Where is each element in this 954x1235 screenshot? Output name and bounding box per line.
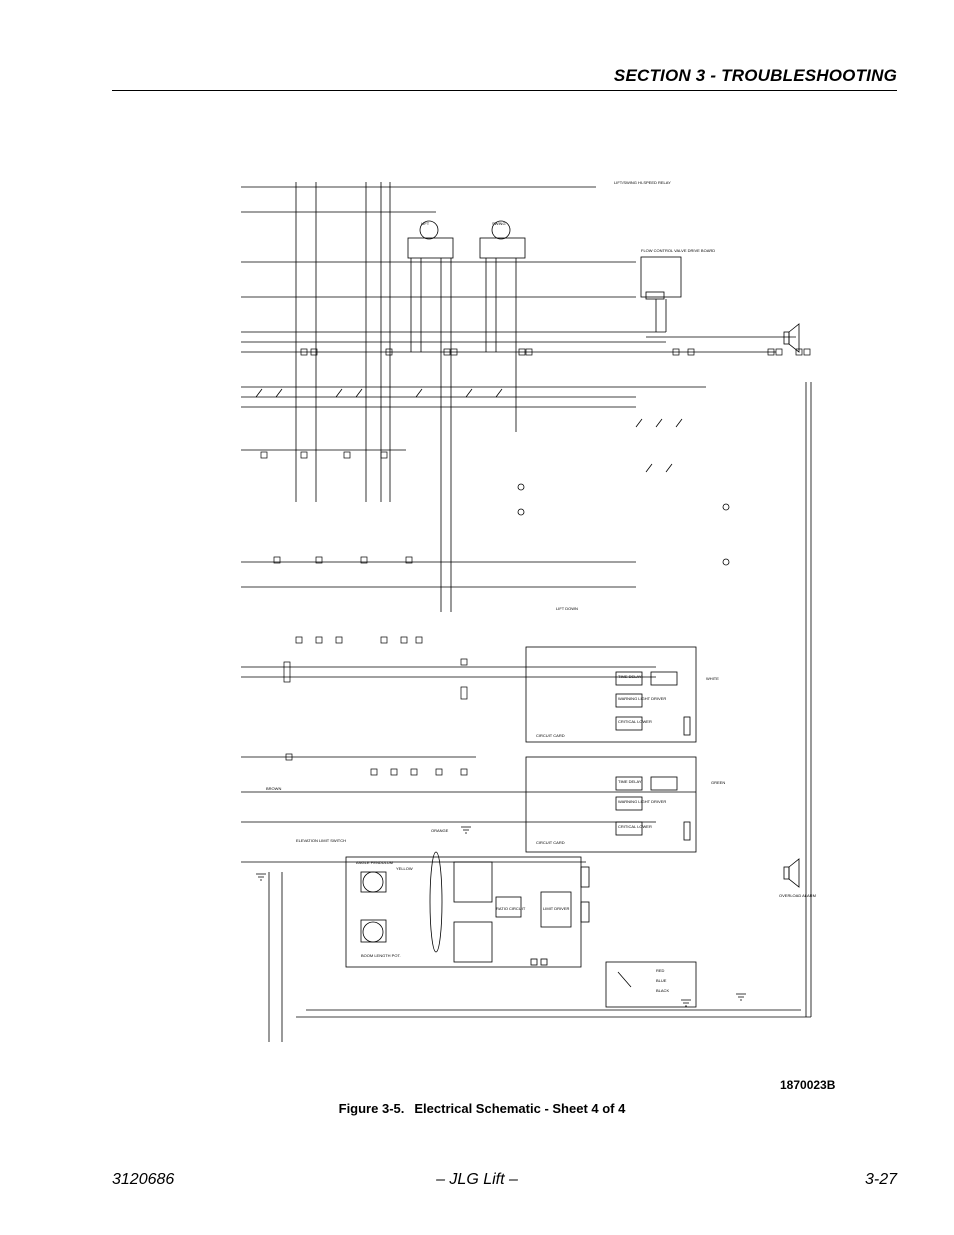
caption-number: Figure 3-5. [338, 1101, 405, 1116]
flow-control-board [640, 256, 682, 332]
label-wire-white: WHITE [706, 676, 719, 681]
label-wire-orange: ORANGE [431, 828, 449, 833]
label-wire-yellow: YELLOW [396, 866, 413, 871]
lift-coil-block [407, 220, 526, 612]
page-number: 3-27 [864, 1171, 897, 1188]
caption-title: Electrical Schematic - Sheet 4 of 4 [414, 1101, 626, 1116]
footer-brand: – JLG Lift – [436, 1171, 518, 1188]
label-wire-green: GREEN [711, 780, 725, 785]
section-title: SECTION 3 - TROUBLESHOOTING [613, 66, 897, 85]
label-lift: LIFT [421, 221, 430, 226]
label-wire-blue: BLUE [656, 978, 667, 983]
label-lift-down: LIFT DOWN [556, 606, 578, 611]
angle-boom-section [345, 851, 697, 1008]
label-warning-driver-upper: WARNING LIGHT DRIVER [618, 696, 666, 701]
label-warning-driver-lower: WARNING LIGHT DRIVER [618, 799, 666, 804]
drawing-number: 1870023B [780, 1078, 836, 1092]
ground-symbols [256, 826, 746, 1007]
figure-caption: Figure 3-5. Electrical Schematic - Sheet … [0, 1101, 954, 1116]
label-time-delay-lower: TIME DELAY [618, 779, 642, 784]
label-circuit-card-lower: CIRCUIT CARD [536, 840, 565, 845]
label-overload-alarm: OVERLOAD ALARM [779, 893, 816, 898]
relay-bank [255, 388, 730, 566]
label-wire-brown: BROWN [266, 786, 281, 791]
circuit-card-upper [525, 646, 697, 743]
page-header: SECTION 3 - TROUBLESHOOTING [112, 62, 897, 91]
label-flow-control: FLOW CONTROL VALVE DRIVE BOARD [641, 248, 715, 253]
label-critical-lower-lower: CRITICAL LOWER [618, 824, 652, 829]
label-circuit-card-upper: CIRCUIT CARD [536, 733, 565, 738]
label-limit-driver: LIMIT DRIVER [543, 906, 569, 911]
connector-column [260, 451, 468, 776]
label-ratio-circuit: RATIO CIRCUIT [496, 906, 526, 911]
label-lift-swing-relay: LIFT/SWING HI-SPEED RELAY [614, 180, 671, 185]
electrical-schematic: LIFT/SWING HI-SPEED RELAY LIFT SWING FLO… [236, 172, 826, 1072]
left-bus [268, 182, 391, 1042]
label-time-delay-upper: TIME DELAY [618, 674, 642, 679]
label-swing: SWING [492, 221, 506, 226]
top-wires [241, 186, 796, 863]
doc-number: 3120686 [112, 1171, 175, 1188]
overload-alarm [296, 323, 812, 1018]
label-wire-red: RED [656, 968, 665, 973]
connector-row [300, 348, 811, 356]
label-boom-length-pot: BOOM LENGTH POT. [361, 953, 401, 958]
circuit-card-lower [525, 756, 697, 853]
label-critical-lower-upper: CRITICAL LOWER [618, 719, 652, 724]
label-wire-black: BLACK [656, 988, 669, 993]
label-elevation-switch: ELEVATION LIMIT SWITCH [296, 838, 346, 843]
label-angle-pendulum: ANGLE PENDULUM [356, 860, 393, 865]
